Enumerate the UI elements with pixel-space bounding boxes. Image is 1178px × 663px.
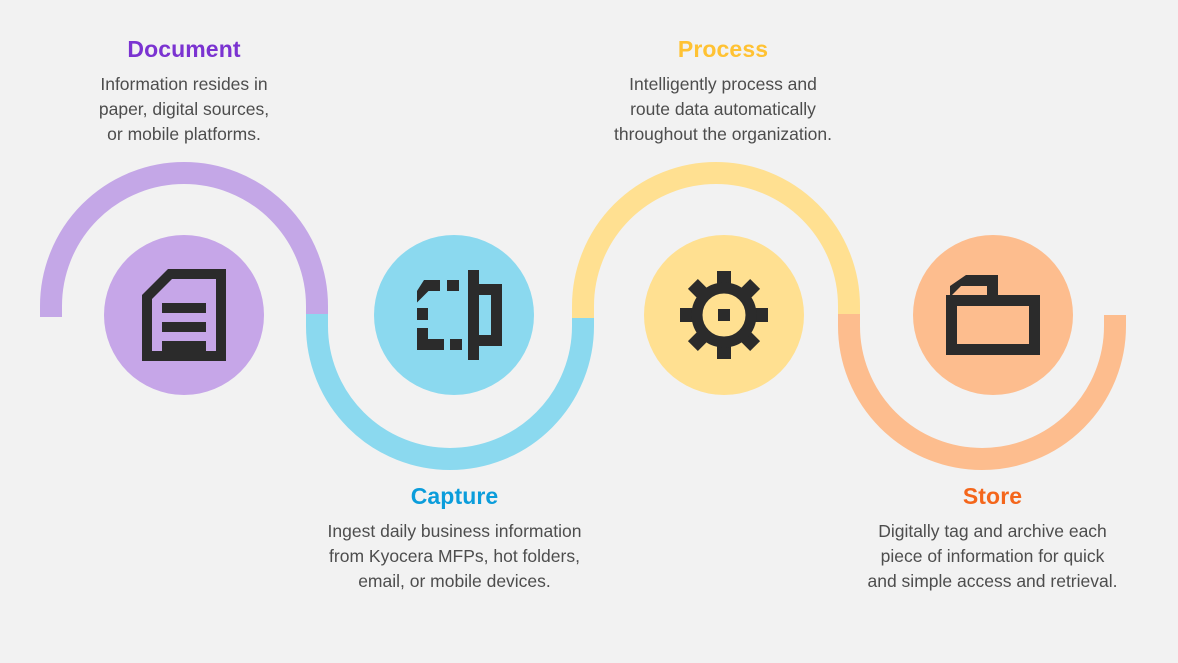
ribbon-segment-process: [572, 162, 860, 318]
step-title-process: Process: [677, 36, 769, 62]
desc-line: Ingest daily business information: [327, 521, 582, 542]
desc-line: throughout the organization.: [614, 124, 832, 145]
desc-line: route data automatically: [630, 99, 816, 120]
node-circle-process[interactable]: [644, 235, 804, 395]
scan-documents-icon: [417, 270, 502, 360]
desc-line: or mobile platforms.: [107, 124, 261, 145]
step-title-store: Store: [962, 483, 1023, 509]
desc-line: Digitally tag and archive each: [878, 521, 1107, 542]
document-icon: [142, 269, 226, 361]
node-circle-document[interactable]: [104, 235, 264, 395]
desc-line: Information resides in: [100, 74, 268, 95]
desc-line: email, or mobile devices.: [358, 571, 551, 592]
step-label-capture: Capture Ingest daily business informatio…: [288, 483, 621, 594]
step-title-capture: Capture: [410, 483, 499, 509]
step-description-process: Intelligently process and route data aut…: [573, 72, 873, 147]
node-circle-store[interactable]: [913, 235, 1073, 395]
step-label-store: Store Digitally tag and archive each pie…: [826, 483, 1159, 594]
ribbon-segment-store: [838, 314, 1126, 470]
step-description-document: Information resides in paper, digital so…: [34, 72, 334, 147]
node-circle-capture[interactable]: [374, 235, 534, 395]
folder-icon: [946, 275, 1040, 355]
desc-line: piece of information for quick: [880, 546, 1105, 567]
desc-line: Intelligently process and: [629, 74, 817, 95]
ribbon-segment-document: [40, 162, 328, 317]
desc-line: and simple access and retrieval.: [867, 571, 1118, 592]
gear-icon: [680, 271, 768, 359]
step-label-document: Document Information resides in paper, d…: [34, 36, 334, 147]
desc-line: from Kyocera MFPs, hot folders,: [329, 546, 580, 567]
step-label-process: Process Intelligently process and route …: [573, 36, 873, 147]
step-description-capture: Ingest daily business information from K…: [288, 519, 621, 594]
step-description-store: Digitally tag and archive each piece of …: [826, 519, 1159, 594]
ribbon-segment-capture: [306, 314, 594, 470]
desc-line: paper, digital sources,: [98, 99, 270, 120]
step-title-document: Document: [127, 36, 241, 62]
